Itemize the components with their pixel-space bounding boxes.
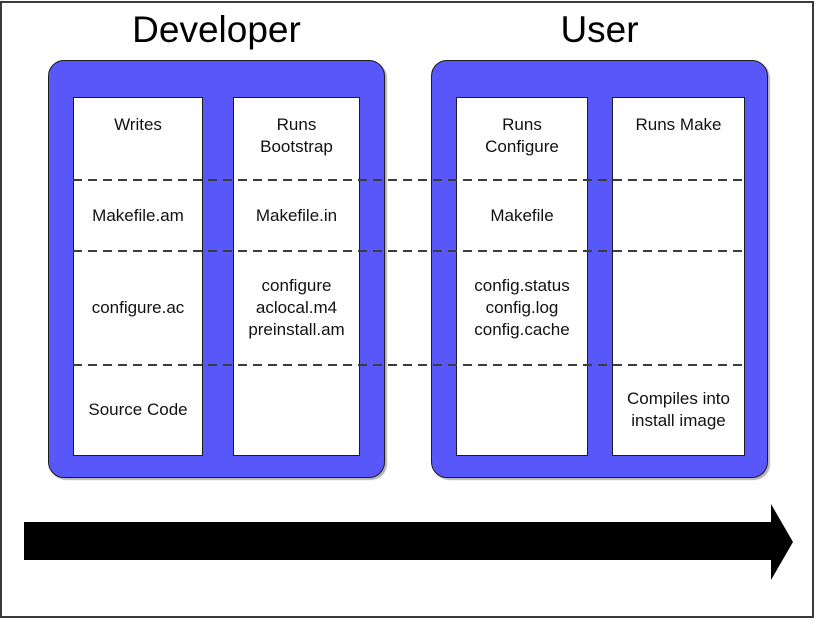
cell-runs-make: Runs Make xyxy=(635,115,722,134)
cell-makefile: Makefile xyxy=(490,205,554,225)
cell-makefile-am: Makefile.am xyxy=(92,205,184,225)
cell-config-outputs: config.status config.log config.cache xyxy=(474,276,570,339)
cell-runs-configure: Runs Configure xyxy=(485,115,559,156)
flow-arrow xyxy=(24,504,793,580)
cell-empty xyxy=(457,365,587,455)
cell-compiles-into: Compiles into install image xyxy=(627,389,730,430)
developer-writes-column: Writes Makefile.am configure.ac Source C… xyxy=(73,97,203,456)
cell-source-code: Source Code xyxy=(88,400,188,419)
cell-configure-ac: configure.ac xyxy=(91,298,185,317)
cell-writes: Writes xyxy=(114,115,162,134)
developer-title: Developer xyxy=(132,9,301,50)
cell-empty xyxy=(613,180,744,251)
developer-bootstrap-column: Runs Bootstrap Makefile.in configure acl… xyxy=(233,97,360,456)
user-title: User xyxy=(560,9,639,50)
user-configure-column: Runs Configure Makefile config.status co… xyxy=(456,97,588,456)
cell-makefile-in: Makefile.in xyxy=(255,205,338,225)
cell-runs-bootstrap: Runs Bootstrap xyxy=(260,115,333,156)
cell-empty xyxy=(613,251,744,365)
cell-empty xyxy=(234,365,359,455)
user-make-column: Runs Make Compiles into install image xyxy=(612,97,745,456)
cell-configure-outputs: configure aclocal.m4 preinstall.am xyxy=(248,276,345,339)
